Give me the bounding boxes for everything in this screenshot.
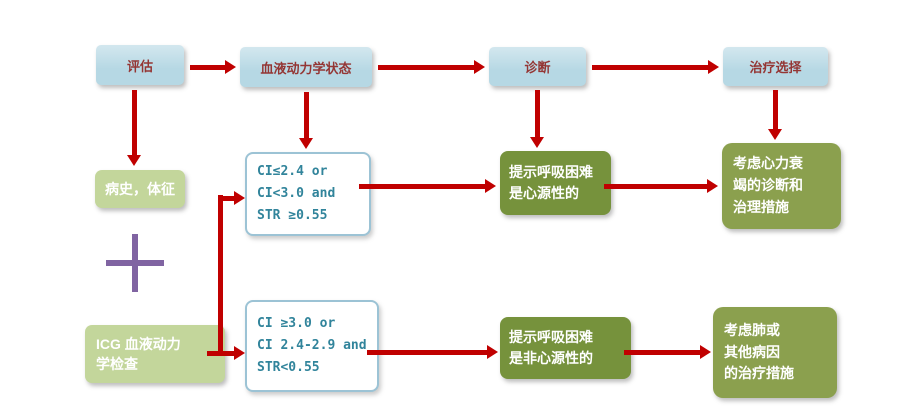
step-box-treatment-selection: 治疗选择 bbox=[723, 47, 828, 86]
result-cardiac-text: 提示呼吸困难 是心源性的 bbox=[509, 164, 593, 201]
step-box-diagnosis: 诊断 bbox=[489, 47, 586, 86]
result-noncardiac-box: 提示呼吸困难 是非心源性的 bbox=[500, 317, 631, 379]
step-label-treatment-selection: 治疗选择 bbox=[749, 60, 802, 75]
action-heart-failure-box: 考虑心力衰 竭的诊断和 治理措施 bbox=[722, 143, 841, 229]
arrow-criteria-cardiac-to-result bbox=[359, 179, 496, 193]
step-label-diagnosis: 诊断 bbox=[524, 60, 551, 75]
arrow-result-noncardiac-to-action bbox=[624, 345, 711, 359]
step-label-assessment: 评估 bbox=[126, 58, 153, 74]
connector-icg-vertical bbox=[218, 195, 223, 356]
step-box-hemodynamic-status: 血液动力学状态 bbox=[240, 47, 372, 87]
arrow-treatment-to-action bbox=[768, 90, 782, 140]
criteria-cardiac-box: CI≤2.4 or CI<3.0 and STR ≥0.55 bbox=[245, 152, 371, 236]
action-pulmonary-text: 考虑肺或 其他病因 的治疗措施 bbox=[724, 321, 794, 382]
step-label-hemodynamic-status: 血液动力学状态 bbox=[260, 60, 352, 76]
icg-test-label: ICG 血液动力 学检查 bbox=[96, 335, 181, 372]
criteria-cardiac-text: CI≤2.4 or CI<3.0 and STR ≥0.55 bbox=[257, 163, 336, 224]
plus-icon bbox=[106, 234, 164, 292]
arrow-hemodynamic-to-criteria bbox=[299, 92, 313, 149]
arrow-diagnosis-to-result bbox=[530, 90, 544, 148]
arrow-icg-to-criteria-cardiac bbox=[221, 191, 245, 205]
arrow-assessment-to-hemodynamic bbox=[190, 60, 236, 74]
result-noncardiac-text: 提示呼吸困难 是非心源性的 bbox=[509, 329, 593, 366]
arrow-assessment-to-history bbox=[127, 90, 141, 166]
connector-icg-horizontal bbox=[207, 351, 223, 356]
arrow-criteria-noncardiac-to-result bbox=[367, 345, 498, 359]
step-box-assessment: 评估 bbox=[96, 45, 184, 85]
arrow-diagnosis-to-treatment bbox=[592, 60, 719, 74]
arrow-hemodynamic-to-diagnosis bbox=[378, 60, 485, 74]
history-signs-box: 病史，体征 bbox=[95, 170, 185, 208]
criteria-noncardiac-text: CI ≥3.0 or CI 2.4-2.9 and STR<0.55 bbox=[257, 315, 367, 376]
arrow-icg-to-criteria-noncardiac bbox=[221, 346, 245, 360]
history-signs-label: 病史，体征 bbox=[105, 180, 175, 197]
action-pulmonary-box: 考虑肺或 其他病因 的治疗措施 bbox=[713, 307, 837, 398]
action-heart-failure-text: 考虑心力衰 竭的诊断和 治理措施 bbox=[733, 155, 803, 215]
criteria-noncardiac-box: CI ≥3.0 or CI 2.4-2.9 and STR<0.55 bbox=[245, 300, 379, 392]
result-cardiac-box: 提示呼吸困难 是心源性的 bbox=[500, 151, 611, 215]
icg-test-box: ICG 血液动力 学检查 bbox=[85, 325, 225, 383]
arrow-result-cardiac-to-action bbox=[604, 179, 718, 193]
